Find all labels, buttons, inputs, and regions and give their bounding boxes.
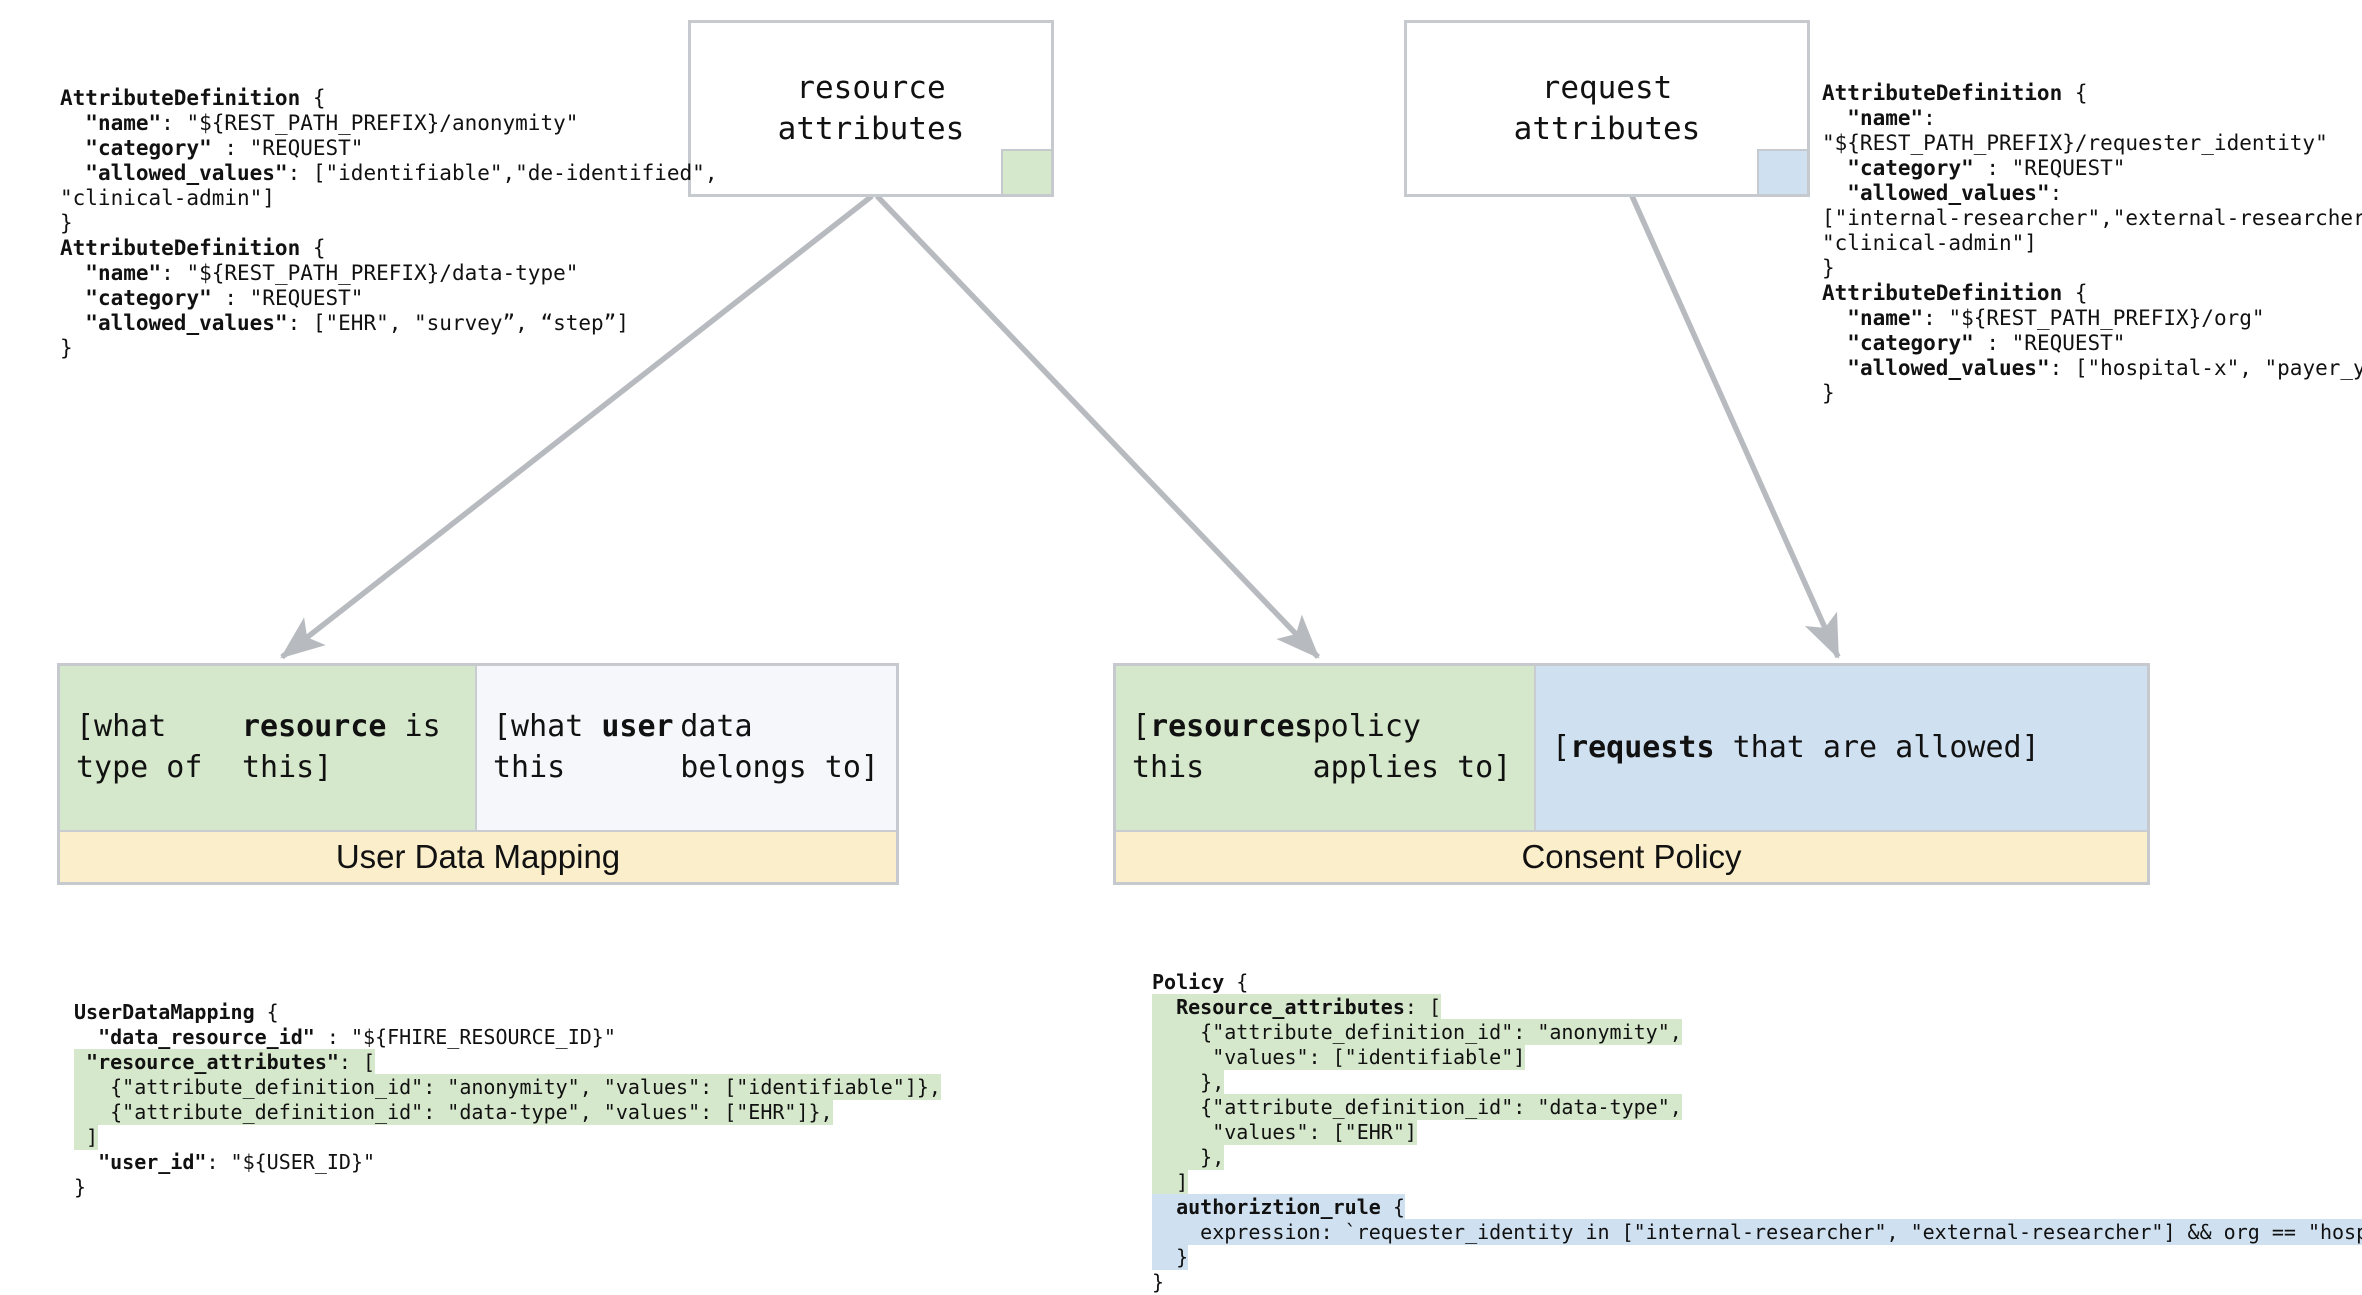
resource-attributes-label: resource attributes xyxy=(777,70,965,147)
request-attributes-color-swatch xyxy=(1757,149,1809,196)
attribute-definitions-left-code: AttributeDefinition { "name": "${REST_PA… xyxy=(60,86,718,360)
resource-attributes-box[interactable]: resource attributes xyxy=(688,20,1054,197)
arrow-request-to-consent-policy xyxy=(1629,194,1841,660)
policy-code: Policy { Resource_attributes: [ {"attrib… xyxy=(1152,970,2362,1295)
request-attributes-box[interactable]: request attributes xyxy=(1404,20,1810,197)
consent-policy-footer: Consent Policy xyxy=(1116,830,2147,882)
user-data-mapping-code: UserDataMapping { "data_resource_id" : "… xyxy=(74,1000,941,1199)
attribute-definitions-right-code: AttributeDefinition { "name":"${REST_PAT… xyxy=(1822,81,2362,405)
resource-attributes-color-swatch xyxy=(1001,149,1053,196)
consent-policy-requests-cell[interactable]: [requests that are allowed] xyxy=(1536,666,2147,830)
arrow-resource-to-consent-policy xyxy=(875,194,1320,659)
user-data-mapping-footer: User Data Mapping xyxy=(60,830,896,882)
request-attributes-label: request attributes xyxy=(1513,70,1701,147)
